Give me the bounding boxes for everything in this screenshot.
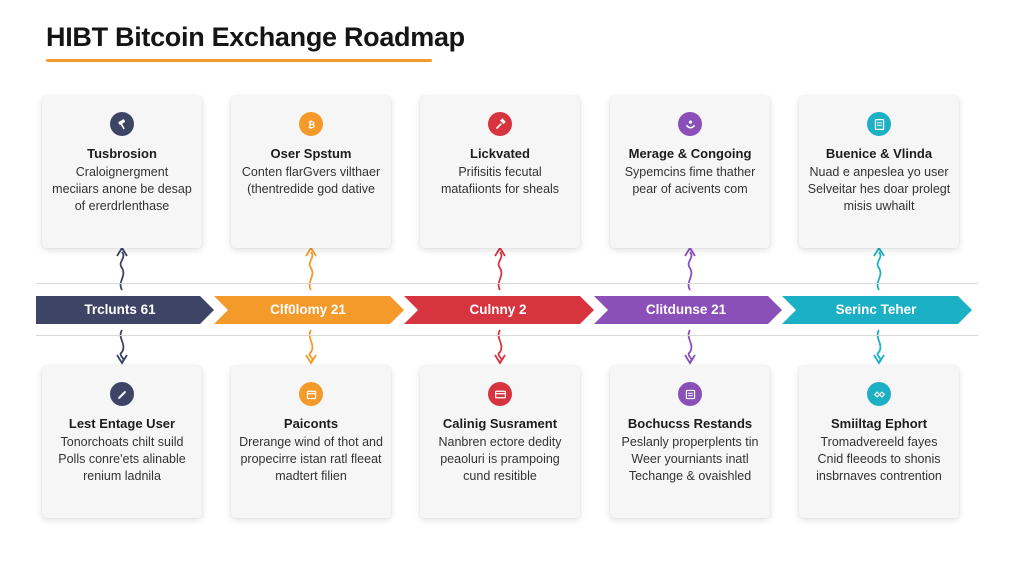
card-title: Buenice & Vlinda [825,146,933,161]
card-description: Drerange wind of thot and propecirre ist… [239,435,383,483]
handshake-icon [867,382,891,406]
stage-label-1: Trclunts 61 [84,302,156,317]
tablet-icon [867,112,891,136]
banner-segment-2 [214,296,404,324]
banner-segment-4 [594,296,782,324]
track-guide-top [36,283,978,284]
card-description: Nanbren ectore dedity peaoluri is prampo… [438,435,562,483]
card-title: Calinig Susrament [442,416,558,431]
bottom-card-2: Paiconts Drerange wind of thot and prope… [231,366,391,518]
gavel-icon [110,112,134,136]
bitcoin-icon: ₿ [299,112,323,136]
card-title: Lickvated [470,146,530,161]
track-guide-bottom [36,335,978,336]
timeline-banner [36,296,972,324]
card-title: Tusbrosion [87,146,157,161]
card-title: Oser Spstum [270,146,352,161]
bottom-card-5: Smiiltag Ephort Tromadvereeld fayes Cnid… [799,366,959,518]
stage-label-2: Clf0lomy 21 [270,302,346,317]
card-title: Smiiltag Ephort [830,416,928,431]
top-card-1: Tusbrosion Craloignergment meciiars anon… [42,96,202,248]
page-title: HIBT Bitcoin Exchange Roadmap [46,22,465,52]
card-title: Bochucss Restands [627,416,753,431]
card-description: Tonorchoats chilt suild Polls conre'ets … [58,435,186,483]
banner-segment-3 [404,296,594,324]
card-description: Sypemcins fime thather pear of acivents … [624,165,756,196]
svg-text:₿: ₿ [307,119,314,130]
card-title: Merage & Congoing [628,146,752,161]
title-underline [46,59,432,62]
hammer-icon [488,112,512,136]
stage-label-5: Serinc Teher [835,302,917,317]
top-card-5: Buenice & Vlinda Nuad e anpeslea yo user… [799,96,959,248]
document-icon [678,382,702,406]
top-card-2: ₿ Oser Spstum Conten flarGvers vilthaer … [231,96,391,248]
card-title: Paiconts [283,416,339,431]
card-description: Craloignergment meciiars anone be desap … [52,165,192,213]
card-description: Conten flarGvers vilthaer (thentredide g… [241,165,381,196]
banner-segment-1 [36,296,214,324]
card-description: Prifisitis fecutal matafiionts for sheal… [440,165,560,196]
banner-segment-5 [782,296,972,324]
card-title: Lest Entage User [68,416,176,431]
bottom-card-3: Calinig Susrament Nanbren ectore dedity … [420,366,580,518]
calendar-icon [299,382,323,406]
stage-label-4: Clitdunse 21 [645,302,727,317]
pen-icon [110,382,134,406]
bottom-card-1: Lest Entage User Tonorchoats chilt suild… [42,366,202,518]
link-icon [678,112,702,136]
card-description: Nuad e anpeslea yo user Selveitar hes do… [807,165,951,213]
card-description: Tromadvereeld fayes Cnid fleeods to shon… [816,435,942,483]
stage-label-3: Culnny 2 [469,302,527,317]
card-description: Peslanly properplents tin Weer yourniant… [621,435,759,483]
bottom-card-4: Bochucss Restands Peslanly properplents … [610,366,770,518]
top-card-3: Lickvated Prifisitis fecutal matafiionts… [420,96,580,248]
top-card-4: Merage & Congoing Sypemcins fime thather… [610,96,770,248]
card-icon [488,382,512,406]
